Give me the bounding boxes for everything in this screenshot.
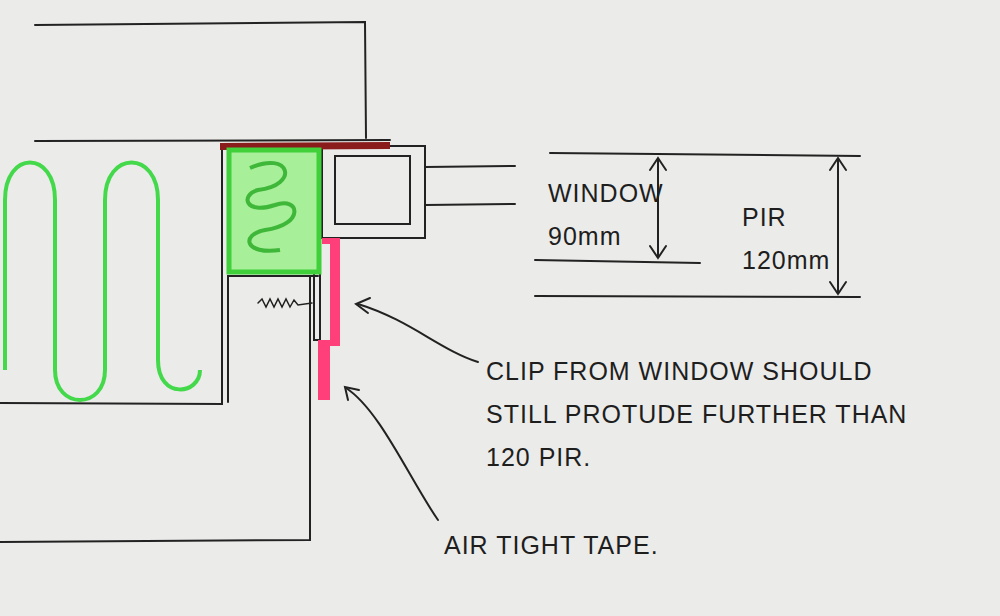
leader-line (346, 388, 438, 520)
leader-arrowhead (345, 387, 359, 400)
tape-note: AIR TIGHT TAPE. (444, 524, 744, 567)
insulation-box (229, 150, 319, 272)
window-glass (425, 166, 515, 205)
wall-outline (0, 145, 222, 404)
dimension-line (535, 296, 860, 297)
window-frame (322, 146, 425, 238)
leader-arrowhead (356, 298, 370, 313)
insulation-wave (5, 163, 200, 401)
reveal-outline (228, 276, 318, 402)
window-frame-inner (335, 156, 410, 224)
screw (258, 299, 312, 307)
leader-line (358, 304, 478, 362)
dimension-arrow (650, 158, 666, 258)
dimension-line (535, 260, 700, 263)
head-outline (35, 22, 366, 138)
airtight-tape (318, 238, 340, 400)
clip-note: CLIP FROM WINDOW SHOULD STILL PROTUDE FU… (486, 350, 936, 479)
pir-dimension: PIR 120mm (742, 196, 832, 282)
dimension-line (550, 153, 860, 156)
window-dimension: WINDOW 90mm (548, 172, 644, 258)
dimension-arrow (830, 158, 846, 294)
reveal-outline-2 (0, 276, 310, 542)
head-base-line (35, 140, 390, 141)
insulation-squiggle (248, 163, 295, 251)
